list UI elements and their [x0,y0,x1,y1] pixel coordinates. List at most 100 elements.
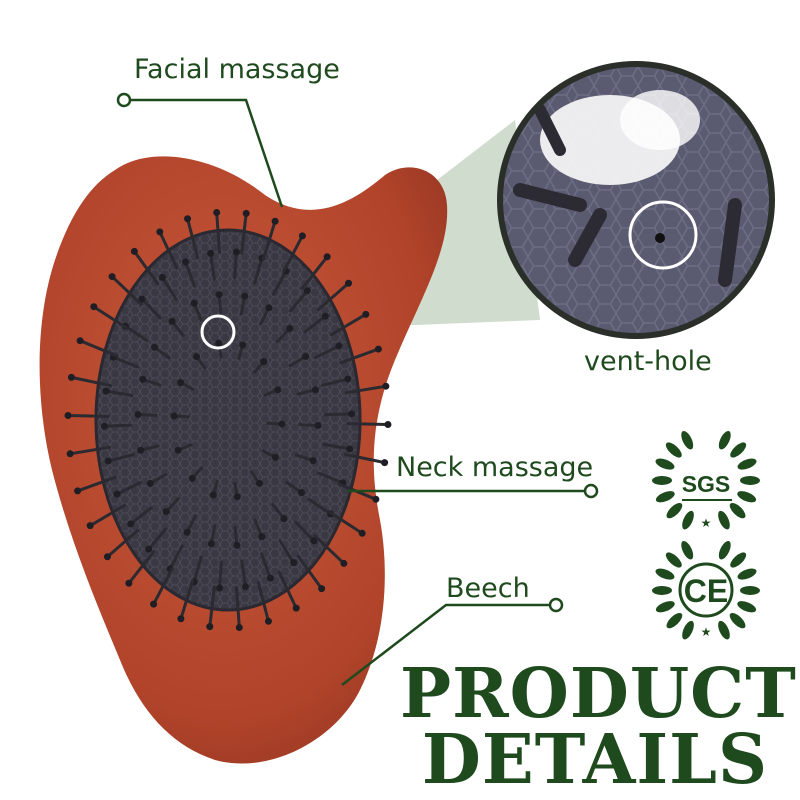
bristle [192,555,203,584]
bristle [168,544,184,571]
bristle-tip [303,287,311,295]
bristle-tip [286,324,294,332]
bristle-tip [314,421,322,429]
bristle-tip [345,279,353,287]
bristle [344,384,388,395]
bristle-tip [174,446,182,454]
bristle-tip [188,474,196,482]
bristle [303,314,327,334]
laurel-leaf [655,568,675,580]
bristle [339,347,380,365]
bristle-tip [309,457,317,465]
zoom-circle [497,61,775,339]
bristle-tip [344,375,352,383]
bristle-tip [298,489,306,497]
bristle-tip [190,299,198,307]
bristle-tip [242,209,250,217]
laurel-leaf [718,430,731,450]
bristle-tip [265,304,273,312]
title-product: PRODUCT [400,654,797,734]
bristle-tip [311,386,319,394]
bristle [314,344,341,359]
laurel-leaf [665,442,682,458]
bristle-tip [67,373,75,381]
bristle-tip [193,353,201,361]
bristle-tip [382,382,390,390]
bristle [105,528,140,559]
bristle [147,527,167,551]
bristle [106,453,135,463]
bristle-tip [145,545,153,553]
bristle-tip [274,386,282,394]
bristle [322,442,352,451]
sgs-badge: SGS [682,471,731,497]
laurel-leaf [655,491,675,503]
bristle [158,230,179,270]
bristle-tip [130,247,138,255]
callout-lines [128,98,596,686]
bristle [278,539,296,565]
laurel-leaf [729,612,746,629]
laurel-leaf [652,585,673,595]
bristle [68,445,112,456]
ce-badge: CE [684,573,728,609]
bristle [123,324,149,343]
bristle-tip [184,215,192,223]
bristle-tip [216,584,224,592]
bristle-tip [374,345,382,353]
bristle [317,471,345,485]
vent-hole-marker [200,314,236,350]
bristle-tip [168,317,176,325]
laurel-leaf [737,601,757,613]
bristle [88,503,127,528]
bristle-tip [102,387,110,395]
bristle-tip [384,420,392,428]
bristle [111,355,139,369]
bristle-tip [235,623,243,631]
bristle-tip [90,303,98,311]
bristle-tip [318,585,326,593]
bristle-tip [146,479,154,487]
bristle-tip [158,273,166,281]
laurel-leaf [730,552,747,568]
bristle-tip [278,420,286,428]
bristle [215,211,222,254]
laurel-leaf [652,475,673,485]
bristle-tip [348,410,356,418]
bristle [78,339,119,358]
bristle-tip [298,232,306,240]
laurel-leaf [666,502,683,519]
bristles [64,209,392,631]
laurel-leaf [718,620,730,640]
bristle-tip [113,490,121,498]
bristle-tip [156,228,164,236]
bristle-tip [266,574,274,582]
bristle-tip [183,528,191,536]
bristle [76,475,117,493]
bristle [272,269,288,296]
bristle-tip [170,412,178,420]
laurel-leaf [737,568,757,580]
bristle-tip [372,495,380,503]
rubber-pad [94,228,362,612]
bristle-tip [182,258,190,266]
bristle-tip [215,339,223,347]
bristle-tip [125,579,133,587]
bristle [102,423,132,428]
bristle [329,312,368,337]
bristle [261,219,277,261]
svg-text:★: ★ [701,625,712,639]
bristle-tip [362,310,370,318]
bristle-tip [260,358,268,366]
bristle [289,289,309,313]
bristle-tip [358,529,366,537]
bristle [132,249,160,286]
laurel-wreaths [652,430,760,640]
title-details: DETAILS [421,720,769,800]
bristle [208,585,216,629]
bristle-tip [207,249,215,257]
bristle [66,414,110,418]
bristle [218,560,223,590]
bristle [104,389,134,398]
bristle-tip [290,559,298,567]
